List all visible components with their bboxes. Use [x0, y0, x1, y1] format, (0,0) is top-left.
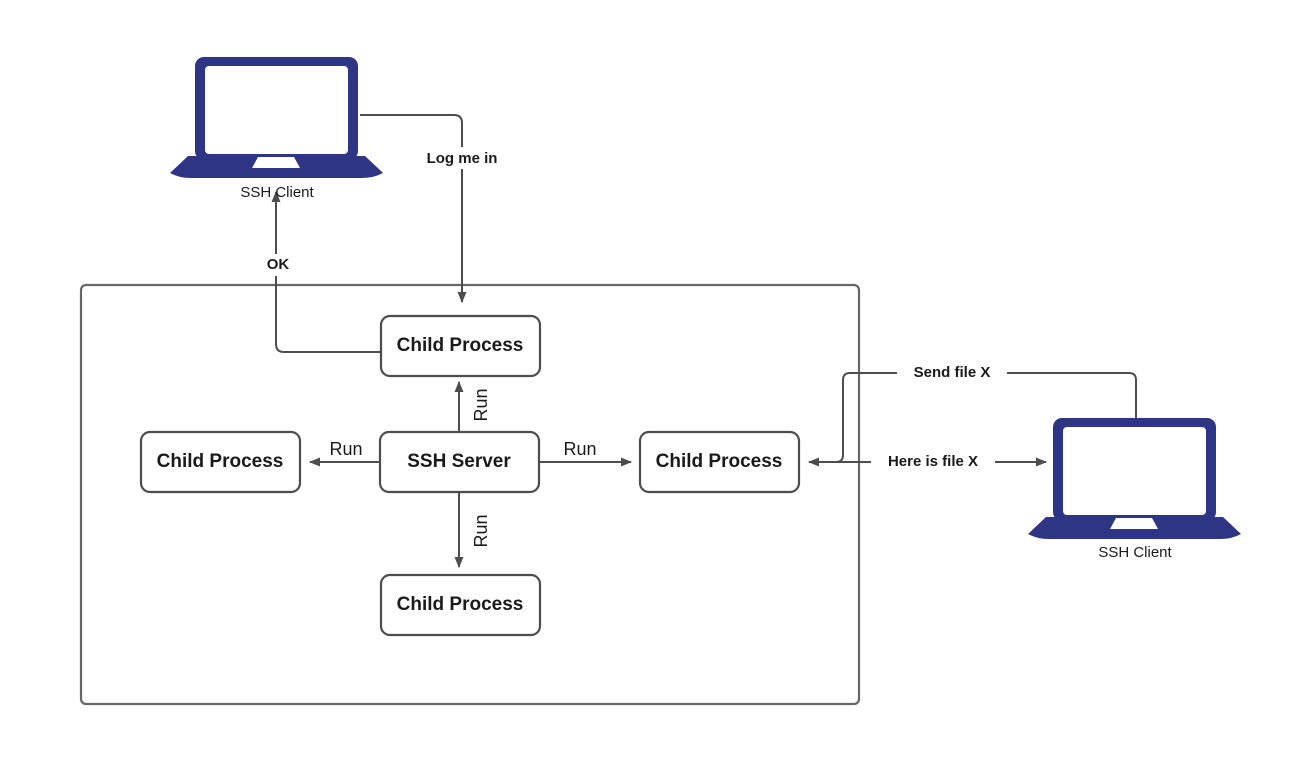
node-child-process-left[interactable]: Child Process	[139, 430, 302, 494]
node-child-process-top[interactable]: Child Process	[379, 314, 542, 378]
laptop-left-caption: SSH Client	[240, 184, 314, 201]
edge-label-ok: OK	[257, 254, 297, 276]
edge-label-log-me-in: Log me in	[414, 147, 510, 169]
edge-label-send-file-x: Send file X	[897, 362, 1007, 384]
edge-label-run-bottom-text: Run	[471, 514, 491, 547]
edge-label-run-left: Run	[321, 438, 371, 461]
edge-label-run-right: Run	[555, 438, 605, 461]
edge-label-run-bottom: Run	[470, 506, 494, 556]
node-child-process-bottom[interactable]: Child Process	[379, 573, 542, 637]
laptop-icon	[1028, 418, 1241, 539]
node-child-process-left-label: Child Process	[157, 451, 284, 472]
node-ssh-server-label: SSH Server	[407, 451, 511, 472]
edge-label-run-top: Run	[470, 380, 494, 430]
edge-label-here-is-file-x-text: Here is file X	[888, 453, 978, 470]
edge-ok	[271, 191, 381, 353]
edge-label-here-is-file-x: Here is file X	[871, 451, 995, 473]
laptop-right-caption: SSH Client	[1098, 544, 1172, 561]
edge-label-run-top-text: Run	[471, 388, 491, 421]
laptop-icon	[170, 57, 383, 178]
edge-label-ok-text: OK	[267, 256, 290, 273]
edge-label-send-file-x-text: Send file X	[914, 364, 991, 381]
node-ssh-server[interactable]: SSH Server	[378, 430, 541, 494]
edge-label-run-left-text: Run	[329, 439, 362, 459]
edge-label-run-right-text: Run	[563, 439, 596, 459]
edge-label-log-me-in-text: Log me in	[427, 150, 498, 167]
edge-send-file-x	[808, 372, 1137, 467]
node-child-process-right-label: Child Process	[656, 451, 783, 472]
node-child-process-right[interactable]: Child Process	[638, 430, 801, 494]
ssh-server-host-container	[79, 283, 861, 706]
node-child-process-bottom-label: Child Process	[397, 594, 524, 615]
node-child-process-top-label: Child Process	[397, 335, 524, 356]
edge-log-me-in	[360, 114, 467, 303]
